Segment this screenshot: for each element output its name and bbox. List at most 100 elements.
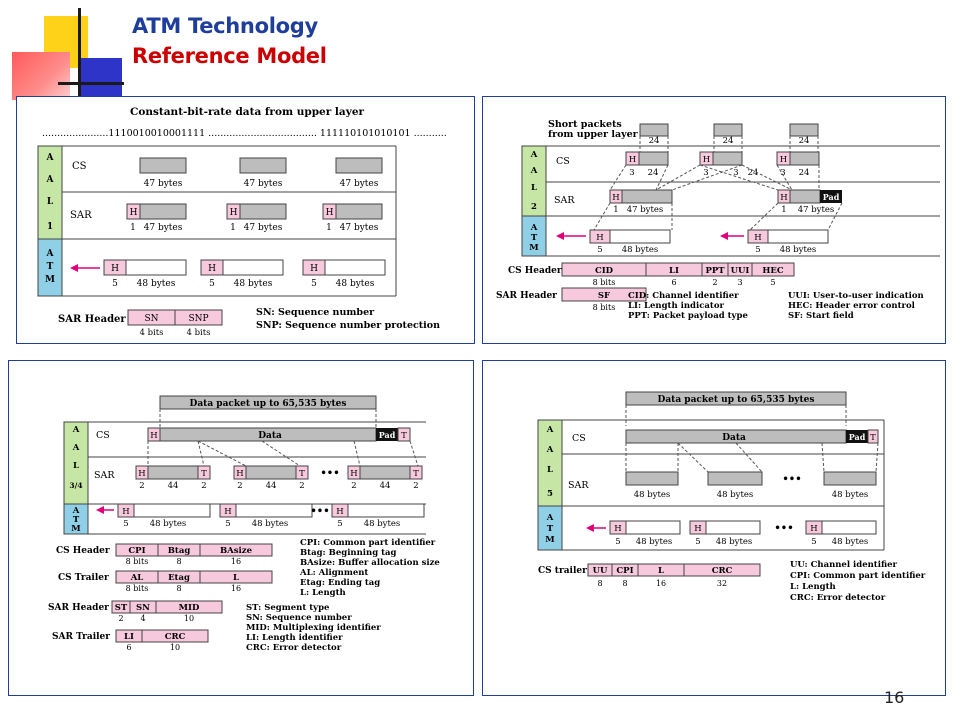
aal2-legend-sf: SF: Start field <box>788 311 854 321</box>
aal5-aal-letter-3: L <box>547 465 553 475</box>
svg-text:BAsize: BAsize <box>220 546 253 556</box>
aal34-cs-trailer-l: L16 <box>199 570 273 593</box>
aal34-legend-cpi: CPI: Common part identifier <box>300 538 436 548</box>
svg-text:H: H <box>310 264 318 274</box>
aal1-cs-block-1: 47 bytes <box>139 157 187 189</box>
aal2-aal-letter-3: L <box>531 183 537 193</box>
svg-text:48 bytes: 48 bytes <box>780 245 817 255</box>
aal1-field-sn: SN4 bits <box>127 309 176 338</box>
svg-text:5: 5 <box>597 245 602 255</box>
aal5-cs-label: CS <box>572 433 586 444</box>
aal5-atm-ellipsis: ••• <box>774 523 793 534</box>
svg-text:47 bytes: 47 bytes <box>340 179 379 189</box>
svg-text:H: H <box>236 469 243 479</box>
aal2-cs-label: CS <box>556 156 570 167</box>
svg-text:Btag: Btag <box>168 546 191 556</box>
aal2-cs-size-3: 3 <box>733 168 738 178</box>
page-number: 16 <box>884 688 905 707</box>
aal34-legend-l: L: Length <box>300 588 346 598</box>
svg-text:5: 5 <box>225 519 230 529</box>
svg-text:L: L <box>658 566 664 576</box>
svg-text:5: 5 <box>811 537 816 547</box>
svg-text:H: H <box>780 155 787 165</box>
svg-text:4 bits: 4 bits <box>139 328 163 338</box>
svg-text:24: 24 <box>648 168 659 178</box>
aal1-top-label: Constant-bit-rate data from upper layer <box>130 106 364 118</box>
aal2-upper-size-1: 24 <box>649 136 660 146</box>
svg-text:H: H <box>224 507 231 517</box>
svg-text:3: 3 <box>629 168 634 178</box>
svg-text:H: H <box>694 524 701 534</box>
svg-text:5: 5 <box>311 279 317 289</box>
aal1-atm-letter-1: A <box>46 249 55 259</box>
aal34-sar-label: SAR <box>94 470 115 481</box>
svg-text:16: 16 <box>231 557 241 566</box>
svg-text:H: H <box>614 524 621 534</box>
aal1-atm-cell-3: H 5 48 bytes <box>302 259 386 289</box>
svg-text:8 bits: 8 bits <box>126 584 149 593</box>
aal1-legend-sn: SN: Sequence number <box>256 307 375 318</box>
aal2-legend-ppt: PPT: Packet payload type <box>628 311 748 321</box>
aal1-aal-letter-2: A <box>46 175 55 185</box>
svg-text:48 bytes: 48 bytes <box>832 537 869 547</box>
svg-text:8 bits: 8 bits <box>593 278 616 287</box>
aal2-diagram: Short packets from upper layer 24 24 24 … <box>482 96 946 344</box>
svg-text:1: 1 <box>326 223 332 233</box>
svg-text:5: 5 <box>695 537 700 547</box>
svg-text:8 bits: 8 bits <box>593 303 616 312</box>
svg-text:5: 5 <box>615 537 620 547</box>
aal5-aal-letter-1: A <box>546 425 554 435</box>
aal2-cs-header-label: CS Header <box>508 266 562 276</box>
svg-text:16: 16 <box>231 584 241 593</box>
aal5-legend-uu: UU: Channel identifier <box>790 560 898 570</box>
svg-text:47 bytes: 47 bytes <box>144 179 183 189</box>
aal34-cs-trailer-label: CS Trailer <box>58 573 109 583</box>
aal34-legend-sn: SN: Sequence number <box>246 613 352 623</box>
svg-text:47 bytes: 47 bytes <box>340 223 379 233</box>
svg-text:H: H <box>230 208 238 218</box>
aal1-aal-letter-3: L <box>47 197 54 207</box>
aal5-sar-block-1: 48 bytes <box>625 471 679 500</box>
svg-text:2: 2 <box>712 278 717 287</box>
svg-text:48 bytes: 48 bytes <box>636 537 673 547</box>
aal1-aal-letter-4: 1 <box>47 222 53 232</box>
aal34-legend-basize: BAsize: Buffer allocation size <box>300 558 440 568</box>
svg-text:2: 2 <box>139 481 144 491</box>
svg-text:5: 5 <box>755 245 760 255</box>
svg-text:47 bytes: 47 bytes <box>627 205 664 215</box>
aal2-short-packets-line1: Short packets <box>548 119 622 130</box>
svg-text:H: H <box>596 233 603 243</box>
svg-text:T: T <box>201 469 207 479</box>
aal34-legend-crc: CRC: Error detector <box>246 643 342 653</box>
svg-text:H: H <box>122 507 129 517</box>
svg-text:48 bytes: 48 bytes <box>336 279 375 289</box>
svg-text:Data: Data <box>258 431 282 441</box>
svg-text:4: 4 <box>140 614 145 623</box>
svg-text:H: H <box>150 431 157 441</box>
svg-text:47 bytes: 47 bytes <box>244 223 283 233</box>
aal34-atm-letter-3: M <box>71 524 81 534</box>
aal34-aal-letter-2: A <box>72 443 80 453</box>
decor-horizontal-line <box>58 82 124 85</box>
svg-text:2: 2 <box>413 481 418 491</box>
decor-red-block <box>12 52 70 100</box>
svg-text:H: H <box>138 469 145 479</box>
decor-blue-block <box>78 58 122 102</box>
aal5-cs-pdu: Data Pad T <box>625 429 879 444</box>
aal5-cs-trailer-label: CS trailer <box>538 566 587 576</box>
aal2-upper-size-2: 24 <box>723 136 734 146</box>
svg-text:3: 3 <box>703 168 708 178</box>
svg-text:48 bytes: 48 bytes <box>832 490 869 500</box>
svg-text:2: 2 <box>351 481 356 491</box>
svg-text:24: 24 <box>799 168 810 178</box>
